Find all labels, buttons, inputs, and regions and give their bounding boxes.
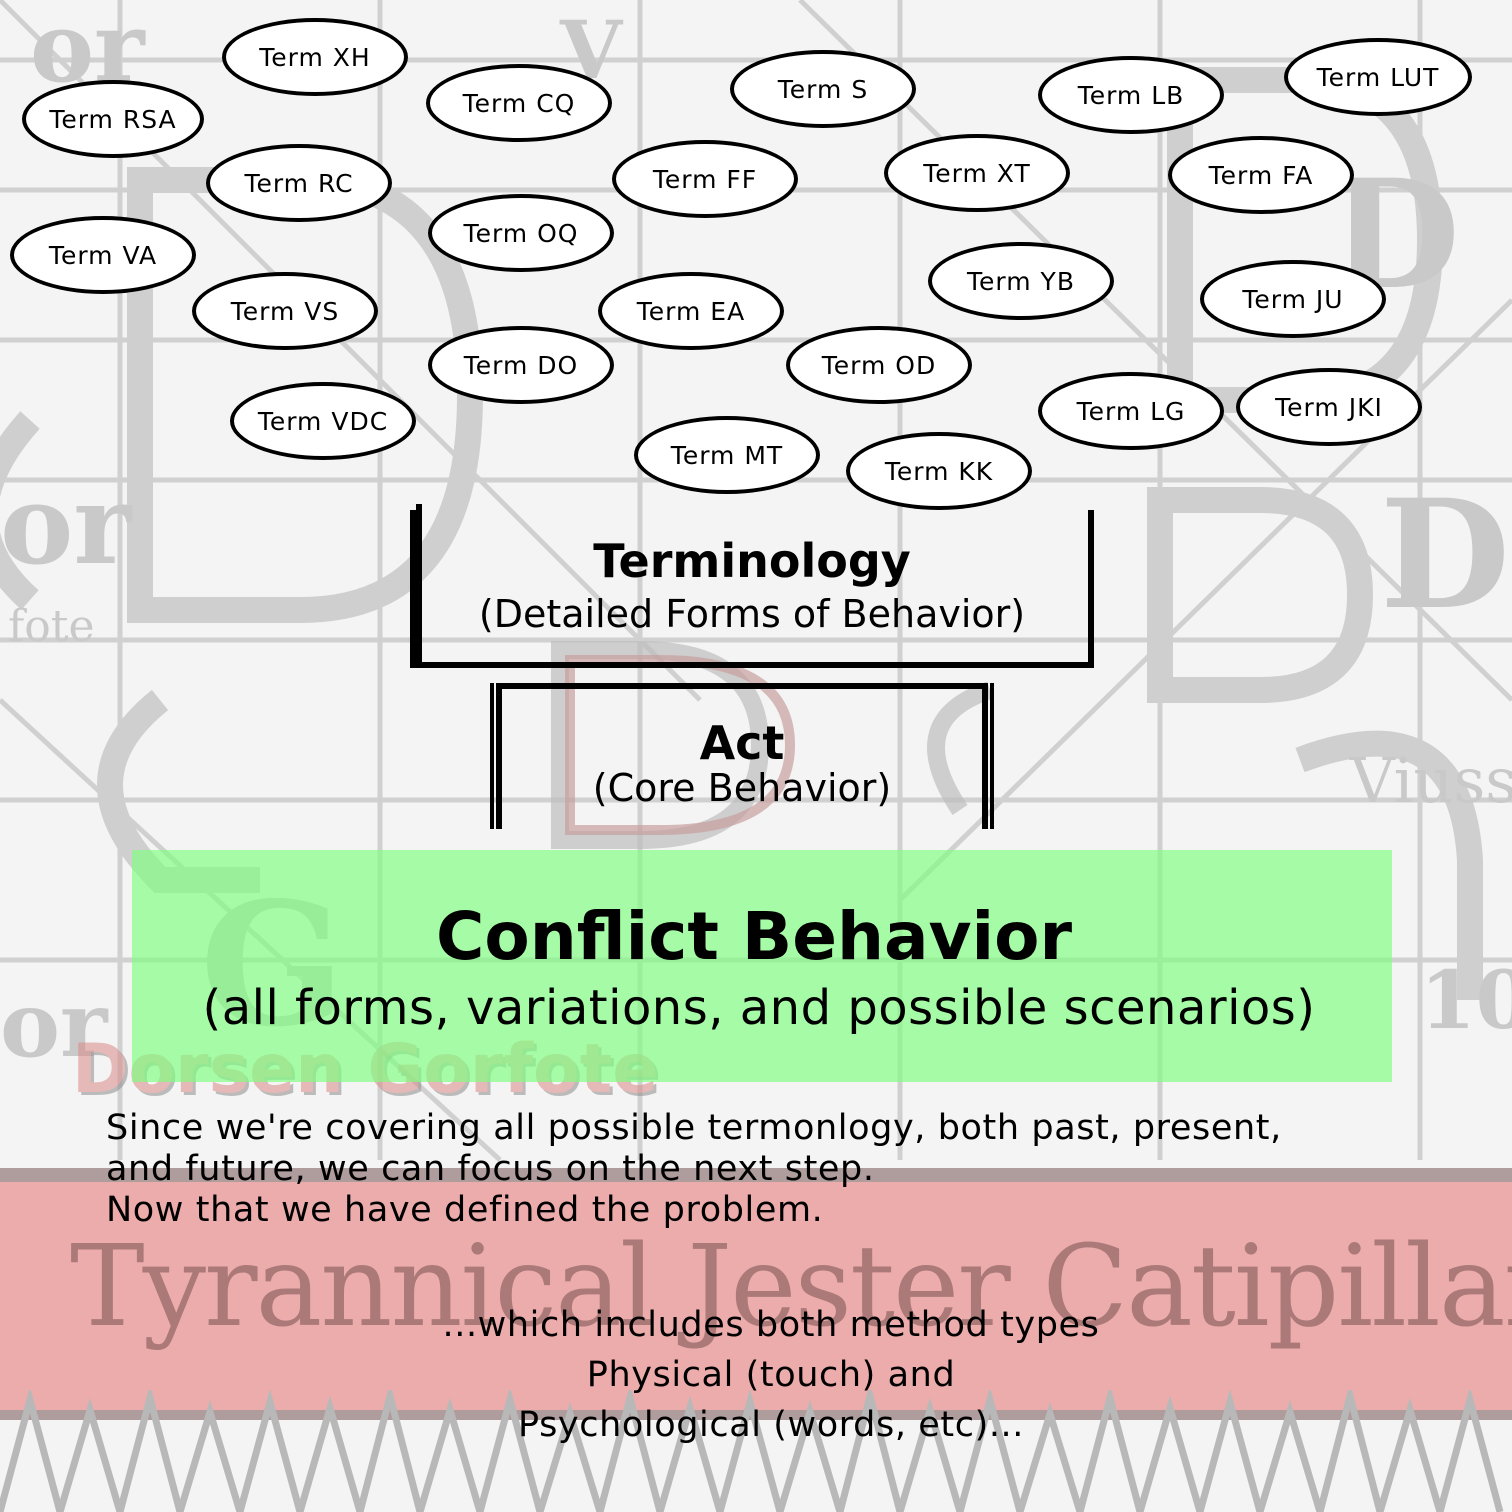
term-oval: Term YB (928, 242, 1114, 320)
term-oval: Term OQ (428, 194, 614, 272)
term-oval: Term S (730, 50, 916, 128)
conflict-behavior-subtitle: (all forms, variations, and possible sce… (202, 980, 1316, 1036)
bg-glyph: or (0, 460, 132, 589)
bg-glyph: fote (8, 601, 95, 652)
bg-glyph: 10 (1420, 953, 1512, 1047)
act-subtitle: (Core Behavior) (592, 766, 892, 810)
term-oval: Term EA (598, 272, 784, 350)
act-bracket (490, 683, 994, 829)
term-oval: Term RC (206, 144, 392, 222)
conflict-behavior-title: Conflict Behavior (435, 898, 1073, 975)
term-oval: Term JU (1200, 260, 1386, 338)
methods-line: Physical (touch) and (586, 1355, 956, 1395)
paragraph-line: Since we're covering all possible termon… (106, 1108, 1282, 1148)
term-oval: Term LUT (1284, 38, 1472, 116)
bg-glyph: D (1380, 467, 1511, 643)
terminology-title: Terminology (593, 534, 911, 588)
term-oval: Term FA (1168, 136, 1354, 214)
terminology-subtitle: (Detailed Forms of Behavior) (478, 592, 1026, 636)
term-oval: Term VS (192, 272, 378, 350)
term-oval: Term VA (10, 216, 196, 294)
term-oval: Term FF (612, 140, 798, 218)
terminology-bracket (410, 504, 1094, 668)
term-oval: Term CQ (426, 64, 612, 142)
term-oval: Term DO (428, 326, 614, 404)
term-oval: Term VDC (230, 382, 416, 460)
bg-glyph: Viuss (1350, 744, 1512, 817)
paragraph-line: and future, we can focus on the next ste… (106, 1149, 875, 1189)
act-title: Act (699, 716, 785, 770)
conflict-behavior-box (132, 850, 1392, 1082)
method-types-text: ...which includes both method types Phys… (266, 1300, 1276, 1450)
methods-line: ...which includes both method types (442, 1305, 1100, 1345)
term-oval: Term JKI (1236, 368, 1422, 446)
explanation-paragraph: Since we're covering all possible termon… (106, 1108, 1496, 1231)
term-oval: Term XT (884, 134, 1070, 212)
term-oval: Term OD (786, 326, 972, 404)
term-oval: Term XH (222, 18, 408, 96)
term-oval: Term RSA (22, 80, 204, 158)
decorative-spikes (0, 1390, 1504, 1512)
term-oval: Term KK (846, 432, 1032, 510)
bg-glyph: or (0, 972, 108, 1078)
term-oval: Term MT (634, 416, 820, 494)
watermark-series: Tyrannical Jester Catipillar (70, 1222, 1512, 1352)
watermark-band (0, 1168, 1512, 1420)
term-oval: Term LG (1038, 372, 1224, 450)
methods-line: Psychological (words, etc)... (518, 1405, 1024, 1445)
paragraph-line: Now that we have defined the problem. (106, 1190, 824, 1230)
term-oval: Term LB (1038, 56, 1224, 134)
